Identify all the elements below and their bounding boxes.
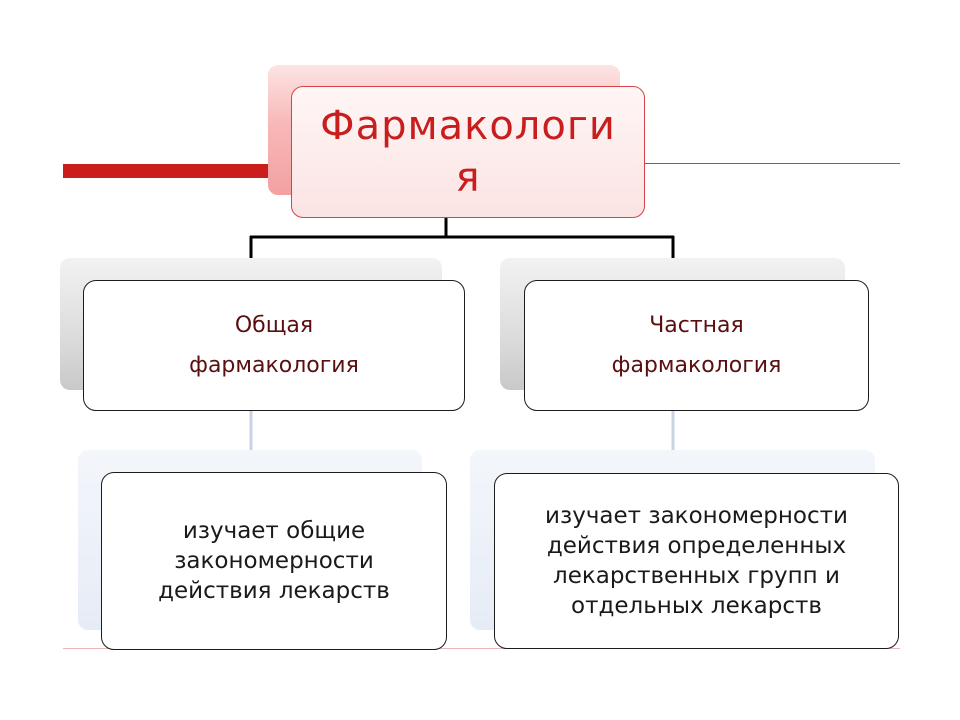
branch-node-special-label: Частная фармакология bbox=[611, 312, 782, 378]
decorative-red-line-right bbox=[640, 163, 900, 164]
decorative-red-bar-left bbox=[63, 164, 291, 178]
description-node-general: изучает общие закономерности действия ле… bbox=[101, 472, 447, 650]
branch-node-general-label: Общая фармакология bbox=[189, 312, 359, 378]
branch-node-special: Частная фармакология bbox=[524, 280, 869, 411]
branch-node-general: Общая фармакология bbox=[83, 280, 465, 411]
decorative-bottom-line bbox=[63, 648, 900, 649]
root-node-label: Фармакология bbox=[320, 103, 616, 201]
description-node-general-text: изучает общие закономерности действия ле… bbox=[158, 518, 390, 604]
root-node: Фармакология bbox=[291, 86, 645, 218]
description-node-special-text: изучает закономерности действия определе… bbox=[545, 503, 848, 619]
description-node-special: изучает закономерности действия определе… bbox=[494, 473, 899, 649]
